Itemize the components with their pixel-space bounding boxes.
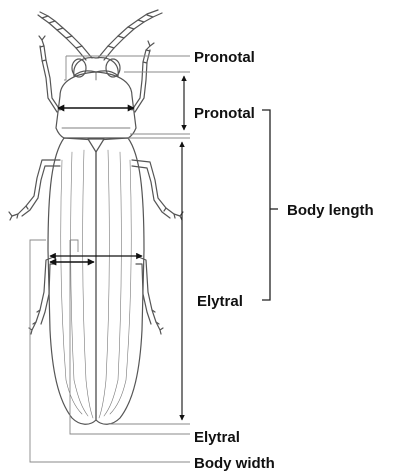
elytral-width-label: Elytral [197,294,243,309]
scutellum [88,139,104,152]
body-length-bracket [262,110,278,300]
body-length-guides [110,138,190,424]
body-width-guide [30,240,190,462]
pronotal-width-label: Pronotal [194,50,255,65]
pronotal-length-label: Pronotal [194,106,255,121]
elytral-length-label: Elytral [194,430,240,445]
body-length-label: Body length [287,203,374,218]
right-elytron [96,138,144,424]
pronotal-length-guides [130,72,190,134]
elytral-guide [70,240,190,434]
left-elytron [48,138,96,424]
body-width-label: Body width [194,456,275,471]
front-legs [39,36,154,112]
left-antenna [38,12,92,60]
right-antenna [98,10,162,60]
